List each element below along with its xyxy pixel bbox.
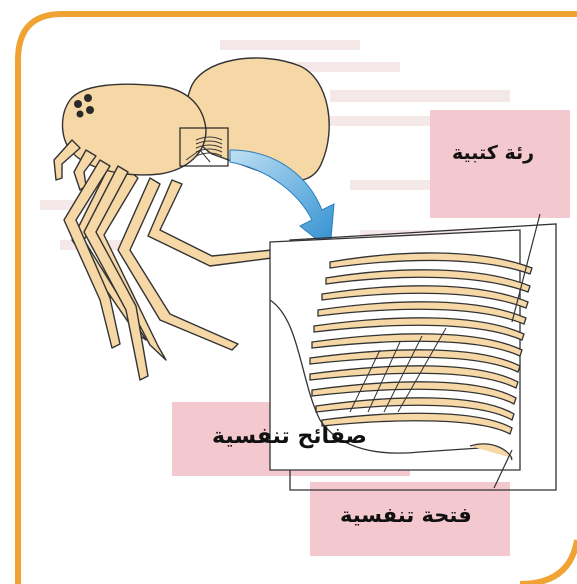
respiratory-opening-label: فتحة تنفسية	[340, 503, 472, 527]
respiratory-plates-label: صفائح تنفسية	[212, 424, 367, 449]
book-lung-label: رئة كتبية	[452, 142, 534, 164]
spider-leg	[148, 180, 272, 266]
book-lung-label-bg	[430, 110, 570, 218]
orange-frame-corner	[520, 540, 577, 584]
